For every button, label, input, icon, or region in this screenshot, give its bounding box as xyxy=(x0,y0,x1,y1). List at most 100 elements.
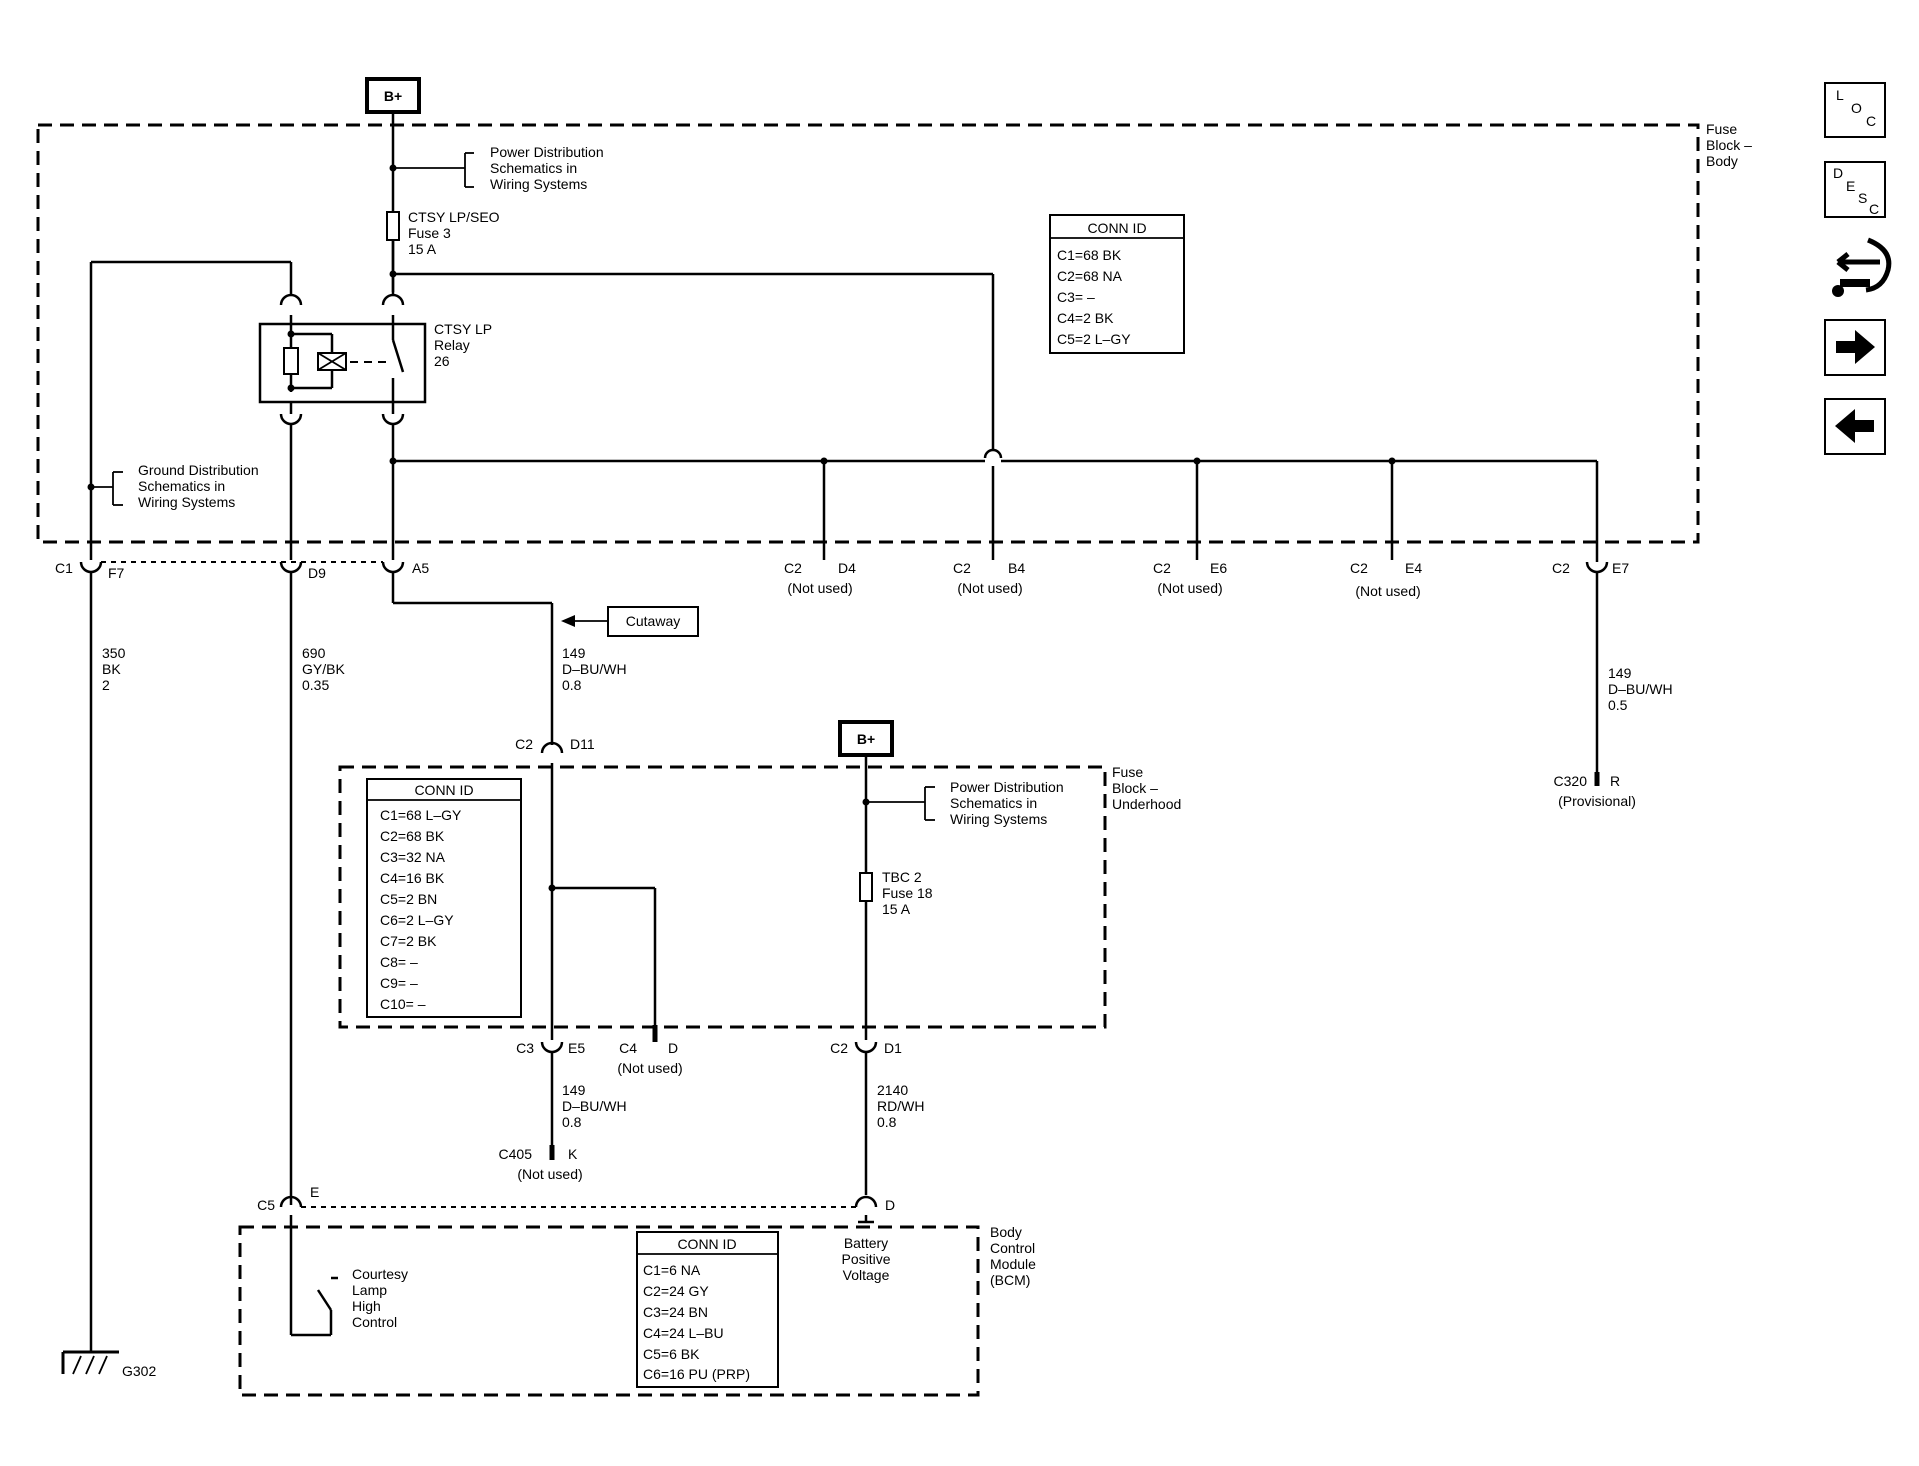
wire-149-label: D–BU/WH xyxy=(562,1098,627,1114)
desc-letter: C xyxy=(1869,201,1879,217)
pin-d1: D1 xyxy=(884,1040,902,1056)
wrench-icon xyxy=(1865,237,1892,293)
power-distribution-ref[interactable]: Wiring Systems xyxy=(950,811,1047,827)
pin-a5: A5 xyxy=(412,560,429,576)
repair-tools-button[interactable] xyxy=(1832,237,1892,297)
wire-149-label: 149 xyxy=(562,1082,586,1098)
power-distribution-ref[interactable]: Schematics in xyxy=(490,160,577,176)
connector-c3: C3 xyxy=(516,1040,534,1056)
wire-149-label: 0.5 xyxy=(1608,697,1628,713)
pin-d: D xyxy=(885,1197,895,1213)
not-used-note: (Not used) xyxy=(1157,580,1222,596)
fuse-block-body-label: Fuse xyxy=(1706,121,1737,137)
ground-distribution-ref[interactable]: Wiring Systems xyxy=(138,494,235,510)
wire-2140-label: 2140 xyxy=(877,1082,908,1098)
pin-e6: E6 xyxy=(1210,560,1227,576)
connector-c2: C2 xyxy=(953,560,971,576)
fuse-block-body-label: Block – xyxy=(1706,137,1752,153)
fuse-block-body-outline xyxy=(36,123,1700,544)
fuse-block-body-label: Body xyxy=(1706,153,1738,169)
conn-id-row: C5=2 L–GY xyxy=(1057,331,1131,347)
wire-149-label: 149 xyxy=(562,645,586,661)
bcm-label: Module xyxy=(990,1256,1036,1272)
conn-id-row: C10= – xyxy=(380,996,426,1012)
connector-c320: C320 xyxy=(1554,773,1588,789)
power-distribution-ref[interactable]: Wiring Systems xyxy=(490,176,587,192)
b-plus-label: B+ xyxy=(857,731,875,747)
power-distribution-ref[interactable]: Schematics in xyxy=(950,795,1037,811)
b-plus-label: B+ xyxy=(384,88,402,104)
desc-letter: E xyxy=(1846,178,1855,194)
conn-id-table-underhood: CONN ID C1=68 L–GY C2=68 BK C3=32 NA C4=… xyxy=(366,778,522,1018)
ground-label: G302 xyxy=(122,1363,156,1379)
connector-c2: C2 xyxy=(830,1040,848,1056)
wire-350-label: BK xyxy=(102,661,121,677)
conn-id-row: C4=2 BK xyxy=(1057,310,1114,326)
wire-149-label: 0.8 xyxy=(562,677,582,693)
battery-positive-label: Positive xyxy=(841,1251,890,1267)
wire-690-label: 690 xyxy=(302,645,326,661)
power-source-mid: B+ xyxy=(838,720,894,757)
fuse-18-icon xyxy=(859,872,873,902)
battery-positive-label: Battery xyxy=(844,1235,888,1251)
conn-id-row: C6=16 PU (PRP) xyxy=(643,1366,750,1382)
ground-g302: G302 xyxy=(61,1292,156,1379)
bcm-label: (BCM) xyxy=(990,1272,1030,1288)
fuse-block-underhood-label: Underhood xyxy=(1112,796,1181,812)
conn-id-row: C2=68 BK xyxy=(380,828,445,844)
bcm-outline xyxy=(238,1225,980,1397)
fuse-18-label: 15 A xyxy=(882,901,911,917)
pin-f7: F7 xyxy=(108,565,125,581)
connector-c2: C2 xyxy=(515,736,533,752)
pin-d11: D11 xyxy=(570,736,595,752)
desc-letter: D xyxy=(1833,165,1843,181)
conn-id-row: C5=2 BN xyxy=(380,891,437,907)
loc-letter: O xyxy=(1851,100,1862,116)
connector-c1: C1 xyxy=(55,560,73,576)
fuse-3-label: Fuse 3 xyxy=(408,225,451,241)
location-button[interactable]: L O C xyxy=(1824,82,1886,138)
fuse-block-body: Fuse Block – Body xyxy=(36,121,1752,544)
wire-2140-label: RD/WH xyxy=(877,1098,924,1114)
ctsy-lp-relay: CTSY LP Relay 26 xyxy=(258,315,492,404)
wire-2140-label: 0.8 xyxy=(877,1114,897,1130)
switch-icon xyxy=(316,1289,333,1311)
pin-e: E xyxy=(310,1184,319,1200)
conn-id-table-bcm: CONN ID C1=6 NA C2=24 GY C3=24 BN C4=24 … xyxy=(636,1231,779,1388)
wire-690-label: 0.35 xyxy=(302,677,329,693)
loc-letter: C xyxy=(1866,113,1876,129)
wire-149-label: D–BU/WH xyxy=(1608,681,1673,697)
description-button[interactable]: D E S C xyxy=(1824,161,1886,218)
fuse-3-label: CTSY LP/SEO xyxy=(408,209,500,225)
wire-350-label: 350 xyxy=(102,645,126,661)
conn-id-row: C3= – xyxy=(1057,289,1095,305)
not-used-note: (Not used) xyxy=(957,580,1022,596)
fuse-18-label: TBC 2 xyxy=(882,869,922,885)
desc-letter: S xyxy=(1858,190,1867,206)
power-distribution-ref[interactable]: Power Distribution xyxy=(950,779,1064,795)
wire-149-label: 149 xyxy=(1608,665,1632,681)
wire-149-label: D–BU/WH xyxy=(562,661,627,677)
next-page-button[interactable] xyxy=(1824,319,1886,376)
connector-c2: C2 xyxy=(1350,560,1368,576)
courtesy-lamp-label: Control xyxy=(352,1314,397,1330)
conn-id-row: C3=32 NA xyxy=(380,849,446,865)
connector-c405: C405 xyxy=(499,1146,533,1162)
conn-id-title: CONN ID xyxy=(414,782,473,798)
power-distribution-ref[interactable]: Power Distribution xyxy=(490,144,604,160)
conn-id-row: C1=68 L–GY xyxy=(380,807,462,823)
pin-e4: E4 xyxy=(1405,560,1422,576)
conn-id-row: C1=6 NA xyxy=(643,1262,701,1278)
previous-page-button[interactable] xyxy=(1824,398,1886,455)
ground-distribution-ref[interactable]: Schematics in xyxy=(138,478,225,494)
not-used-note: (Not used) xyxy=(1355,583,1420,599)
conn-id-title: CONN ID xyxy=(677,1236,736,1252)
conn-id-row: C4=24 L–BU xyxy=(643,1325,724,1341)
connector-c2: C2 xyxy=(1552,560,1570,576)
connector-c2: C2 xyxy=(784,560,802,576)
pin-d: D xyxy=(668,1040,678,1056)
battery-positive-label: Voltage xyxy=(843,1267,890,1283)
bcm-label: Control xyxy=(990,1240,1035,1256)
ground-distribution-ref[interactable]: Ground Distribution xyxy=(138,462,259,478)
